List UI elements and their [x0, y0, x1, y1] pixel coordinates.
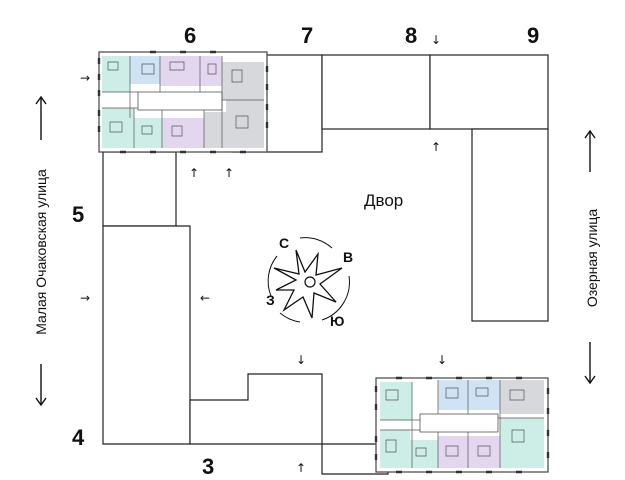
compass-south: Ю: [330, 313, 344, 329]
building-4-outline: [102, 225, 191, 445]
entrance-arrow-left: ←: [200, 291, 210, 305]
building-6-floorplan: [97, 50, 269, 154]
entrance-arrow-right: →: [80, 71, 90, 85]
building-9-wing-outline: [471, 128, 549, 322]
compass-north: С: [279, 235, 289, 251]
building-3-outline: [189, 373, 389, 475]
building-number-3: 3: [202, 454, 214, 479]
street-left: Малая Очаковская улица: [33, 169, 49, 335]
street-direction-arrows: [35, 95, 596, 407]
entrance-arrow-up: ↑: [189, 166, 199, 180]
entrance-arrow-down: ↓: [296, 353, 306, 367]
entrance-arrows: → → ← ↑ ↑ ↓ ↑ ↓ ↓ ↑: [80, 33, 447, 475]
building-numbers: 6 7 8 9 5 4 3: [72, 23, 539, 479]
compass-ring-se: [321, 275, 350, 321]
compass-center-icon: [304, 276, 316, 288]
building-number-7: 7: [301, 23, 313, 48]
building-number-5: 5: [72, 202, 84, 227]
entrance-arrow-down: ↓: [437, 353, 447, 367]
building-9-top-outline: [429, 54, 549, 130]
compass-west: З: [266, 292, 275, 308]
entrance-arrow-down: ↓: [431, 33, 441, 47]
building-number-6: 6: [184, 23, 196, 48]
entrance-arrow-up: ↑: [431, 140, 441, 154]
compass-ring-sw: [279, 312, 301, 323]
compass-rose: С В Ю З: [266, 235, 353, 329]
compass-east: В: [343, 249, 353, 265]
building-number-8: 8: [405, 23, 417, 48]
entrance-arrow-up: ↑: [296, 461, 306, 475]
building-3-floorplan: [374, 376, 550, 474]
building-5-outline: [102, 151, 177, 227]
building-8-outline: [321, 54, 431, 130]
street-right: Озерная улица: [584, 209, 600, 307]
entrance-arrow-right: →: [80, 291, 90, 305]
building-number-9: 9: [527, 23, 539, 48]
building-number-4: 4: [72, 425, 85, 450]
compass-ring-ne: [299, 237, 333, 249]
compass-ring-nw: [267, 255, 278, 297]
building-outlines: [102, 54, 549, 475]
yard-label: Двор: [364, 191, 403, 210]
entrance-arrow-up: ↑: [224, 166, 234, 180]
